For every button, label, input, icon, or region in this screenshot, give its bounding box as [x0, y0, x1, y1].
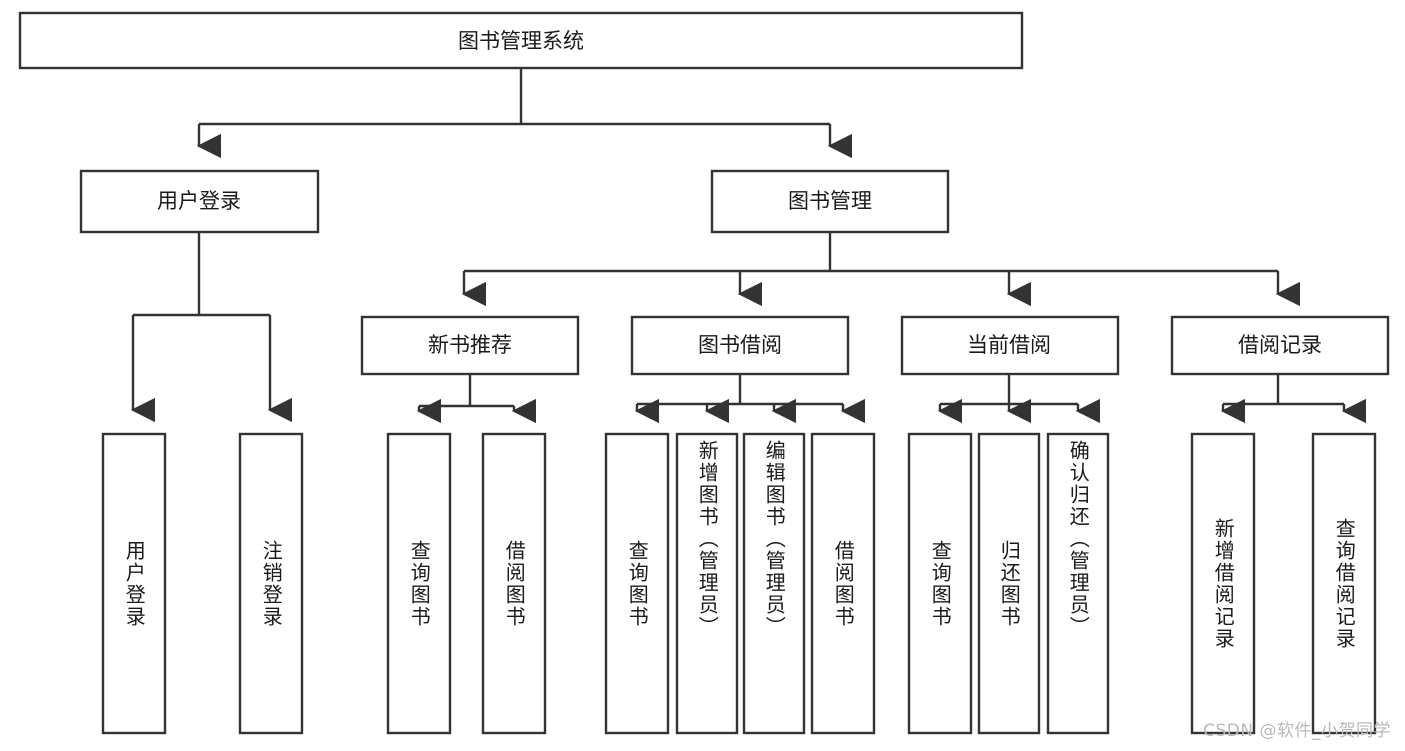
node-current-borrow[interactable]: 当前借阅 — [900, 315, 1120, 376]
node-book-borrow[interactable]: 图书借阅 — [630, 315, 850, 376]
node-root[interactable]: 图书管理系统 — [18, 11, 1024, 70]
leaf-box-current-borrow-1[interactable] — [977, 432, 1041, 735]
leaf-box-new-book-1[interactable] — [481, 432, 547, 735]
connector-root-trunk — [196, 68, 852, 159]
node-new-book-recommend-label: 新书推荐 — [428, 333, 512, 357]
leaf-box-user-login-1[interactable] — [238, 432, 304, 735]
leaf-box-book-borrow-1[interactable] — [675, 432, 739, 735]
leaf-box-current-borrow-2[interactable] — [1046, 432, 1110, 735]
connector-book-manage-children — [461, 232, 1300, 307]
leaf-box-borrow-record-1[interactable] — [1311, 432, 1377, 735]
leaf-box-book-borrow-2[interactable] — [742, 432, 806, 735]
node-new-book-recommend[interactable]: 新书推荐 — [360, 315, 580, 376]
node-current-borrow-label: 当前借阅 — [967, 333, 1051, 357]
connector-new-book-children — [416, 374, 536, 424]
node-user-login[interactable]: 用户登录 — [79, 169, 320, 234]
csdn-watermark: CSDN @软件_小贺同学 — [1203, 721, 1391, 741]
node-user-login-label: 用户登录 — [157, 189, 241, 213]
connector-borrow-record-children — [1220, 374, 1366, 424]
node-book-borrow-label: 图书借阅 — [698, 333, 782, 357]
node-root-label: 图书管理系统 — [458, 29, 584, 53]
leaf-box-current-borrow-0[interactable] — [907, 432, 973, 735]
connector-book-borrow-children — [634, 374, 865, 424]
node-book-manage-label: 图书管理 — [788, 189, 872, 213]
leaf-box-borrow-record-0[interactable] — [1190, 432, 1256, 735]
node-borrow-record-label: 借阅记录 — [1238, 333, 1322, 357]
node-book-manage[interactable]: 图书管理 — [710, 169, 950, 234]
node-borrow-record[interactable]: 借阅记录 — [1170, 315, 1390, 376]
leaf-box-user-login-0[interactable] — [101, 432, 167, 735]
leaf-box-book-borrow-3[interactable] — [810, 432, 876, 735]
leaf-box-book-borrow-0[interactable] — [604, 432, 670, 735]
connector-user-login-children — [130, 232, 292, 423]
connector-current-borrow-children — [937, 374, 1100, 424]
leaf-box-new-book-0[interactable] — [386, 432, 452, 735]
